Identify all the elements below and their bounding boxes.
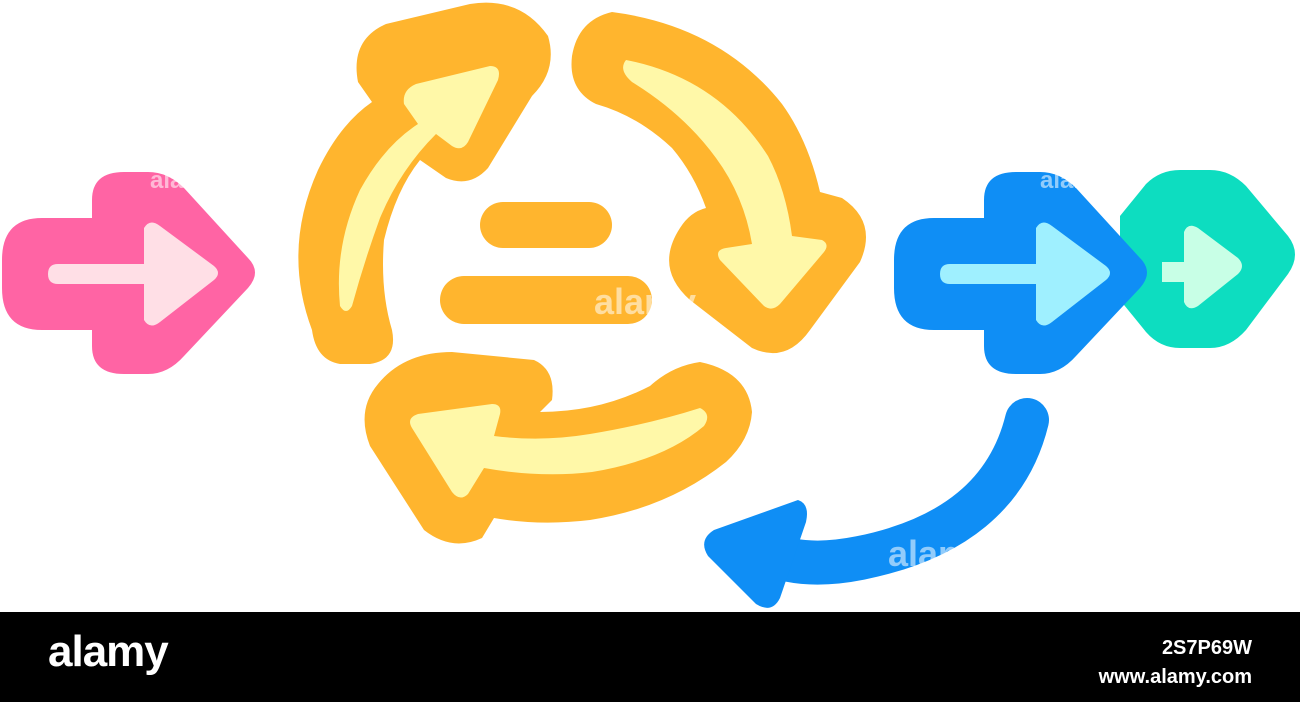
output-arrow-icon: [894, 172, 1147, 374]
site-url: www.alamy.com: [1098, 666, 1252, 688]
return-curve-arrow-icon: [704, 398, 1049, 608]
illustration-canvas: alamy alamy alamy alamy: [2, 2, 1295, 608]
input-arrow-icon: [2, 172, 255, 374]
watermark-overlay-text: alamy: [594, 281, 696, 322]
cycle-top-right-arrow-icon: [571, 12, 866, 354]
watermark-footer: alamy 2S7P69W www.alamy.com: [0, 612, 1300, 702]
image-id: 2S7P69W: [1161, 637, 1252, 659]
process-cycle-illustration: alamy alamy alamy alamy: [2, 2, 1295, 608]
watermark-overlay-text: alamy: [150, 167, 219, 194]
equals-icon: [440, 202, 652, 324]
watermark-overlay: alamy alamy alamy alamy: [150, 167, 1109, 574]
cycle-top-left-arrow-icon: [298, 2, 551, 365]
cycle-bottom-arrow-icon: [364, 352, 752, 544]
duplicate-arrow-icon: [1120, 170, 1295, 348]
watermark-overlay-text: alamy: [888, 533, 990, 574]
watermark-overlay-text: alamy: [1040, 167, 1109, 194]
brand-logo: alamy: [48, 627, 169, 676]
